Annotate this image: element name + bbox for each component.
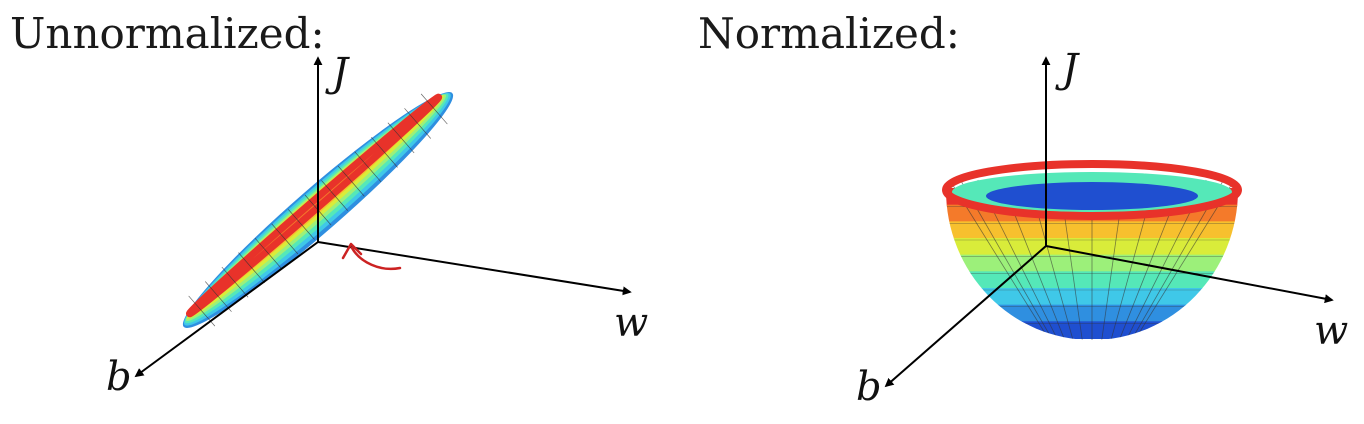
w-axis-label: w <box>1314 308 1348 354</box>
annotation-arrowhead <box>341 242 363 260</box>
surface-grid-lines <box>188 93 448 327</box>
surface-grid-line <box>238 252 265 284</box>
surface-grid-line <box>271 223 299 255</box>
surface-grid-line <box>420 93 448 125</box>
j-axis-label: J <box>1055 46 1080 92</box>
normalized-title: Normalized: <box>698 9 960 58</box>
surface-grid-line <box>221 266 249 298</box>
normalized-panel: Normalized: J w b <box>698 9 1348 410</box>
b-axis <box>134 241 319 378</box>
b-axis <box>884 245 1047 388</box>
surface-grid-line <box>404 108 432 139</box>
w-axis <box>317 241 632 296</box>
surface-grid-line <box>204 281 232 312</box>
j-axis-label: J <box>325 50 350 96</box>
b-axis-label: b <box>856 364 882 410</box>
bowl-cost-surface <box>942 160 1242 340</box>
bowl-inner-bottom <box>986 182 1198 210</box>
unnormalized-panel: Unnormalized: J w b <box>10 9 648 400</box>
w-axis <box>1045 245 1334 304</box>
gradient-step-annotation <box>341 242 402 271</box>
surface-grid-line <box>371 136 398 168</box>
surface-grid-line <box>387 122 415 154</box>
surface-grid-line <box>321 180 348 211</box>
surface-grid-line <box>254 237 282 269</box>
bowl-rim <box>942 160 1242 220</box>
unnormalized-title: Unnormalized: <box>10 9 325 58</box>
surface-grid-line <box>337 165 365 197</box>
b-axis-label: b <box>106 354 132 400</box>
surface-grid-line <box>354 151 382 183</box>
annotation-curve <box>350 246 402 271</box>
w-axis-label: w <box>614 300 648 346</box>
surface-grid-line <box>288 209 315 240</box>
